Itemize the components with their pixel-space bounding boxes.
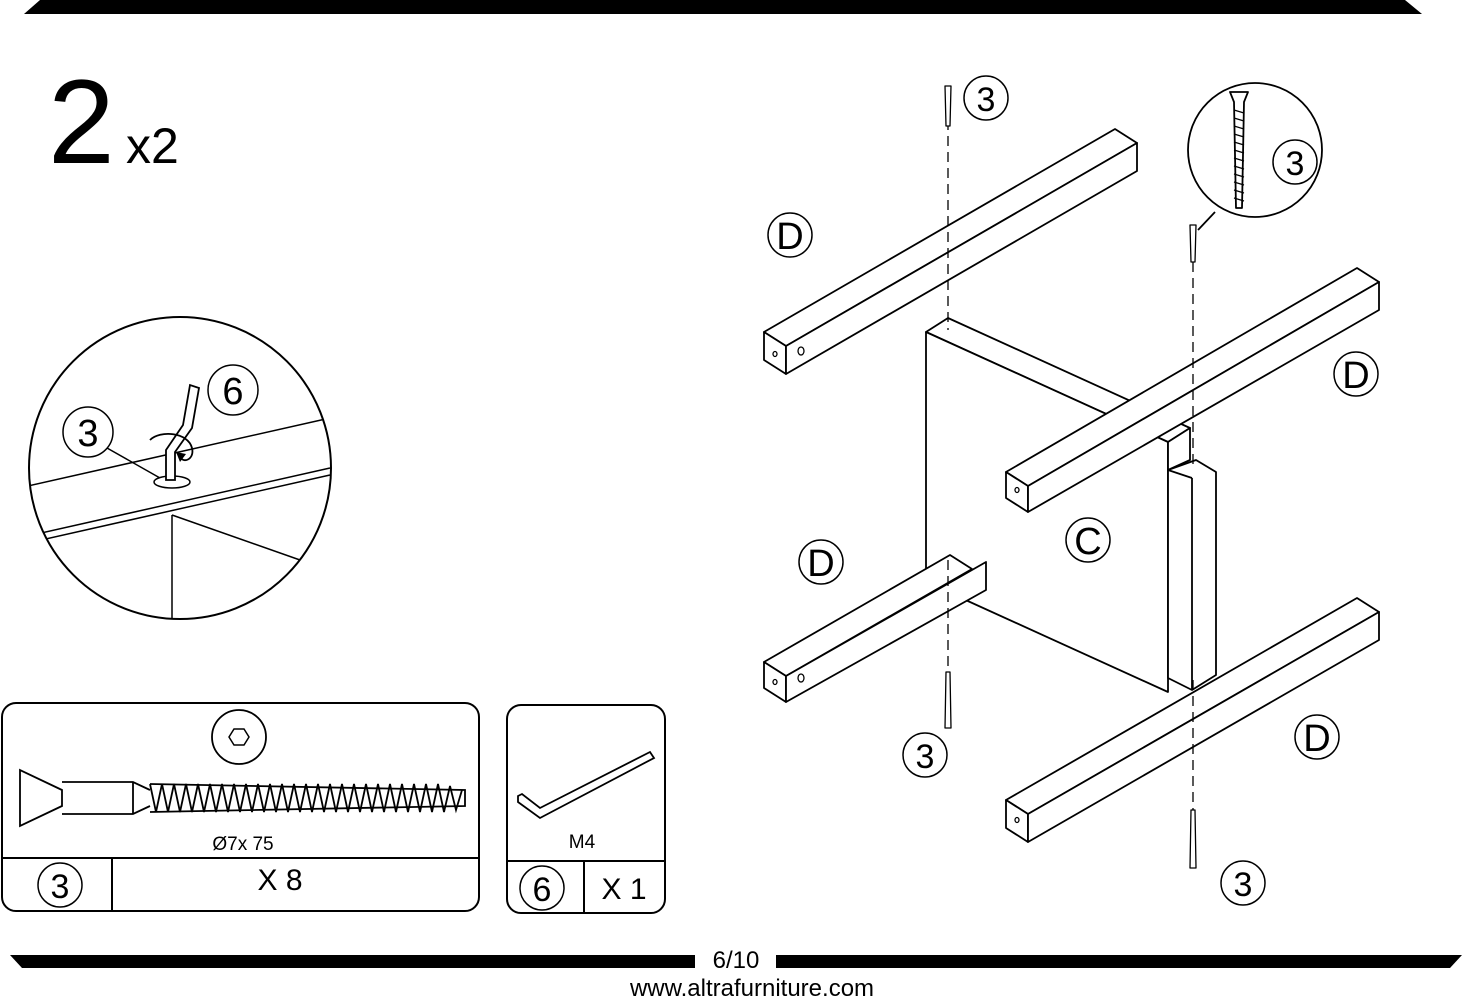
label-leg-top-left: D: [776, 216, 803, 258]
page-number: 6/10: [713, 947, 760, 974]
leg-d-top-left: [763, 128, 1138, 375]
detail-circle: 3 6: [28, 316, 332, 620]
label-panel: C: [1074, 521, 1101, 563]
allen-key-icon: [165, 383, 201, 481]
screw-spec: Ø7x 75: [212, 834, 273, 855]
screw-icon: [19, 768, 466, 828]
footer-bar-left: [10, 955, 695, 968]
detail-callout-key: 6: [222, 371, 243, 413]
allen-key-icon: [517, 750, 656, 820]
detail-callout-screw: 3: [77, 413, 98, 455]
allen-key-part-id: 6: [533, 871, 552, 909]
screw-quantity: X 8: [257, 864, 302, 897]
screw-part-id: 3: [51, 868, 70, 906]
label-leg-top-right: D: [1342, 355, 1369, 397]
rotation-arrow-icon: [149, 433, 194, 462]
footer-bar-right: [776, 955, 1462, 968]
screw-icon: [944, 85, 1197, 869]
allen-key-spec: M4: [569, 832, 596, 853]
panel-c: [925, 317, 1217, 693]
allen-key-quantity: X 1: [601, 873, 646, 906]
step-multiplier: x2: [126, 118, 179, 174]
label-leg-bottom-left: D: [807, 543, 834, 585]
assembly-drawing: [763, 82, 1380, 869]
screw-part-box: Ø7x 75 3 X 8: [1, 702, 480, 912]
callout-screw-bottom-right: 3: [1234, 866, 1253, 904]
assembly-callouts: 3 3 3 3 D D D D C: [767, 75, 1379, 906]
label-leg-bottom-right: D: [1303, 718, 1330, 760]
step-number: 2: [48, 55, 115, 189]
top-border: [24, 0, 1422, 14]
callout-screw-zoom: 3: [1286, 145, 1305, 183]
website-url: www.altrafurniture.com: [629, 975, 874, 1000]
callout-screw-top-left: 3: [977, 81, 996, 119]
leg-d-bottom-left: [763, 554, 987, 703]
callout-screw-bottom-left: 3: [916, 738, 935, 776]
allen-key-part-box: M4 6 X 1: [506, 704, 666, 914]
